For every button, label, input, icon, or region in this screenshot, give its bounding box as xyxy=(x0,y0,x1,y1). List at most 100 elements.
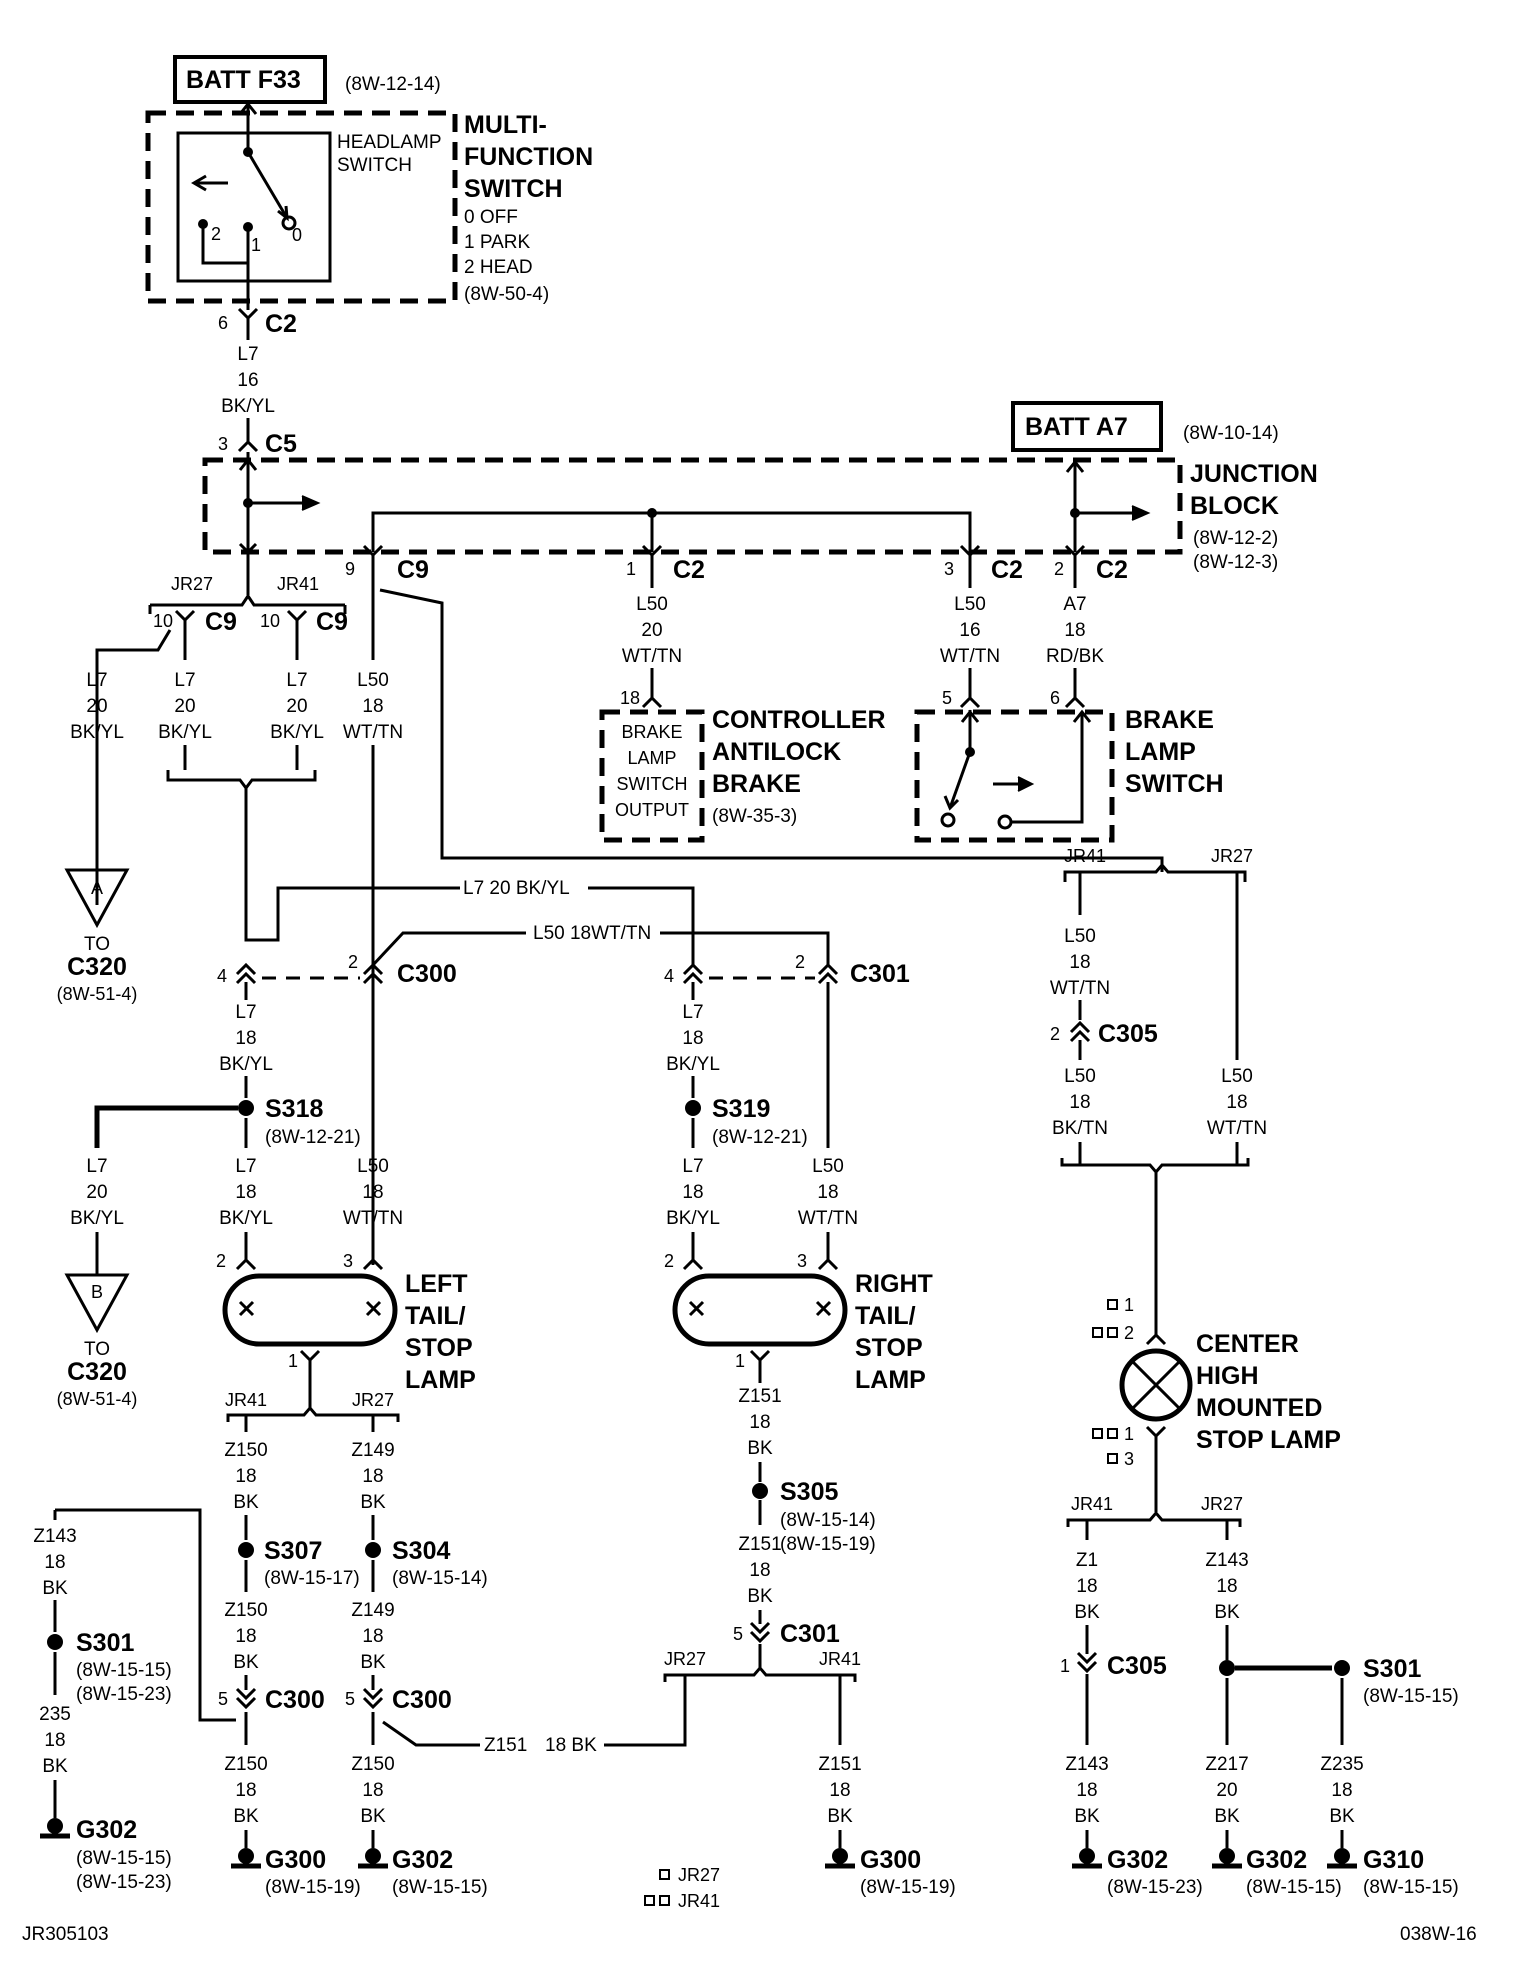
g302-d-name: G302 xyxy=(1246,1846,1307,1874)
wire-l7-16-2: 16 xyxy=(237,370,258,391)
cab-inner-2: LAMP xyxy=(627,748,676,768)
wire-l7-20-a-1: L7 xyxy=(86,670,107,691)
splice-s305 xyxy=(752,1483,768,1499)
mfs-title-1: MULTI- xyxy=(464,111,547,139)
right-lamp-2: TAIL/ xyxy=(855,1302,916,1330)
wire-l7-18-b-3: BK/YL xyxy=(219,1208,273,1229)
g310-ref: (8W-15-15) xyxy=(1363,1877,1459,1898)
chmsl-3: MOUNTED xyxy=(1196,1394,1322,1422)
mfs-pos-2: 2 HEAD xyxy=(464,257,533,278)
c305-1-name: C305 xyxy=(1107,1652,1167,1680)
c9-jr27-pin: 10 xyxy=(153,611,173,631)
wire-235-1: 235 xyxy=(39,1704,71,1725)
wire-l7-20-d-3: BK/YL xyxy=(70,1208,124,1229)
wire-l50-18-rt-1: L50 xyxy=(812,1156,844,1177)
wire-z151-a-1: Z151 xyxy=(738,1386,781,1407)
triangle-b-letter: B xyxy=(91,1282,103,1302)
c300-5b-name: C300 xyxy=(392,1686,452,1714)
wire-l50-h: L50 18WT/TN xyxy=(533,923,651,944)
mfs-ref: (8W-50-4) xyxy=(464,284,549,305)
legend-jr41: JR41 xyxy=(678,1891,720,1911)
g302-a-ref-1: (8W-15-15) xyxy=(76,1848,172,1869)
mfs-c2-name: C2 xyxy=(265,310,297,338)
split-lt-jr27: JR27 xyxy=(352,1390,394,1410)
ground-g300-b xyxy=(832,1848,848,1864)
wire-l50-16-2: 16 xyxy=(959,620,980,641)
wire-l7-18-d-2: 18 xyxy=(682,1182,703,1203)
wire-l50-20-cab-2: 20 xyxy=(641,620,662,641)
right-lamp-4: LAMP xyxy=(855,1366,926,1394)
rt-pin-1: 1 xyxy=(735,1351,745,1371)
wire-z149-b-3: BK xyxy=(360,1652,386,1673)
c300-name: C300 xyxy=(397,960,457,988)
chm-pin-1: 1 xyxy=(1124,1295,1134,1315)
lt-pin-2: 2 xyxy=(216,1251,226,1271)
wire-z217-2: 20 xyxy=(1216,1780,1237,1801)
wire-l7-18-c-2: 18 xyxy=(682,1028,703,1049)
g310-name: G310 xyxy=(1363,1846,1424,1874)
wire-a7-18-3: RD/BK xyxy=(1046,646,1104,667)
wire-l50-chm-a-1: L50 xyxy=(1064,926,1096,947)
wire-z149-a-2: 18 xyxy=(362,1466,383,1487)
s304-ref: (8W-15-14) xyxy=(392,1568,488,1589)
wire-l50-16-1: L50 xyxy=(954,594,986,615)
connector-right-tail-1 xyxy=(749,1349,771,1372)
wire-z1-1: Z1 xyxy=(1076,1550,1098,1571)
left-lamp-1: LEFT xyxy=(405,1270,468,1298)
triangle-b-ref: (8W-51-4) xyxy=(57,1389,138,1409)
triangle-b-to: TO xyxy=(84,1339,110,1360)
s305-name: S305 xyxy=(780,1478,838,1506)
wire-z149-a-3: BK xyxy=(360,1492,386,1513)
wire-l50-18-c9-1: L50 xyxy=(357,670,389,691)
g302-d-ref: (8W-15-15) xyxy=(1246,1877,1342,1898)
batt-f33-box: BATT F33 xyxy=(173,55,327,104)
switch-pin-2: 2 xyxy=(211,224,221,244)
batt-f33-ref: (8W-12-14) xyxy=(345,74,441,95)
connector-c9-jr41 xyxy=(286,609,308,632)
wire-z235-2: 18 xyxy=(1331,1780,1352,1801)
connector-cab-18 xyxy=(641,686,663,709)
right-lamp-3: STOP xyxy=(855,1334,923,1362)
headlamp-switch-label-2: SWITCH xyxy=(337,155,412,176)
cab-inner-1: BRAKE xyxy=(621,722,682,742)
split1-jr27: JR27 xyxy=(171,574,213,594)
abs-controller: BRAKE LAMP SWITCH OUTPUT xyxy=(599,709,705,843)
wire-l50-20-cab-3: WT/TN xyxy=(622,646,682,667)
splice-s301-right xyxy=(1334,1660,1350,1676)
wire-l7-20-c-3: BK/YL xyxy=(270,722,324,743)
cab-inner-3: SWITCH xyxy=(617,774,688,794)
splice-s304 xyxy=(365,1542,381,1558)
wire-z235-3: BK xyxy=(1329,1806,1355,1827)
brake-lamp-switch xyxy=(914,709,1115,843)
c5-name: C5 xyxy=(265,430,297,458)
headlamp-switch-label-1: HEADLAMP xyxy=(337,132,442,153)
wire-l7-20-a-2: 20 xyxy=(86,696,107,717)
wire-z149-b-2: 18 xyxy=(362,1626,383,1647)
wire-z151-b-3: BK xyxy=(747,1586,773,1607)
jb-ref-2: (8W-12-3) xyxy=(1193,552,1278,573)
wire-z143-a-3: BK xyxy=(42,1578,68,1599)
footer-left: JR305103 xyxy=(22,1924,109,1945)
wire-l50-18-c9-3: WT/TN xyxy=(343,722,403,743)
connector-c300-4 xyxy=(235,963,257,985)
left-lamp-2: TAIL/ xyxy=(405,1302,466,1330)
chm-sq-1 xyxy=(1107,1299,1118,1310)
s301-r-ref: (8W-15-15) xyxy=(1363,1686,1459,1707)
wire-z151-c-2: 18 xyxy=(829,1780,850,1801)
wire-l7-18-b-2: 18 xyxy=(235,1182,256,1203)
wire-z143-c-2: 18 xyxy=(1076,1780,1097,1801)
split-chm2-jr41: JR41 xyxy=(1071,1494,1113,1514)
wire-l50-18-lt-2: 18 xyxy=(362,1182,383,1203)
mfs-title-2: FUNCTION xyxy=(464,143,593,171)
wire-z1-2: 18 xyxy=(1076,1576,1097,1597)
split-chm-jr41: JR41 xyxy=(1064,846,1106,866)
wire-l7-18-d-1: L7 xyxy=(682,1156,703,1177)
s305-ref-2: (8W-15-19) xyxy=(780,1534,876,1555)
connector-c305-1 xyxy=(1076,1651,1098,1673)
wire-z150-a-2: 18 xyxy=(235,1466,256,1487)
center-high-mounted-stop-lamp xyxy=(1119,1348,1193,1422)
connector-left-tail-3 xyxy=(362,1248,384,1271)
left-lamp-4: LAMP xyxy=(405,1366,476,1394)
wire-a7-18-2: 18 xyxy=(1064,620,1085,641)
wire-z150-c-2: 18 xyxy=(235,1780,256,1801)
